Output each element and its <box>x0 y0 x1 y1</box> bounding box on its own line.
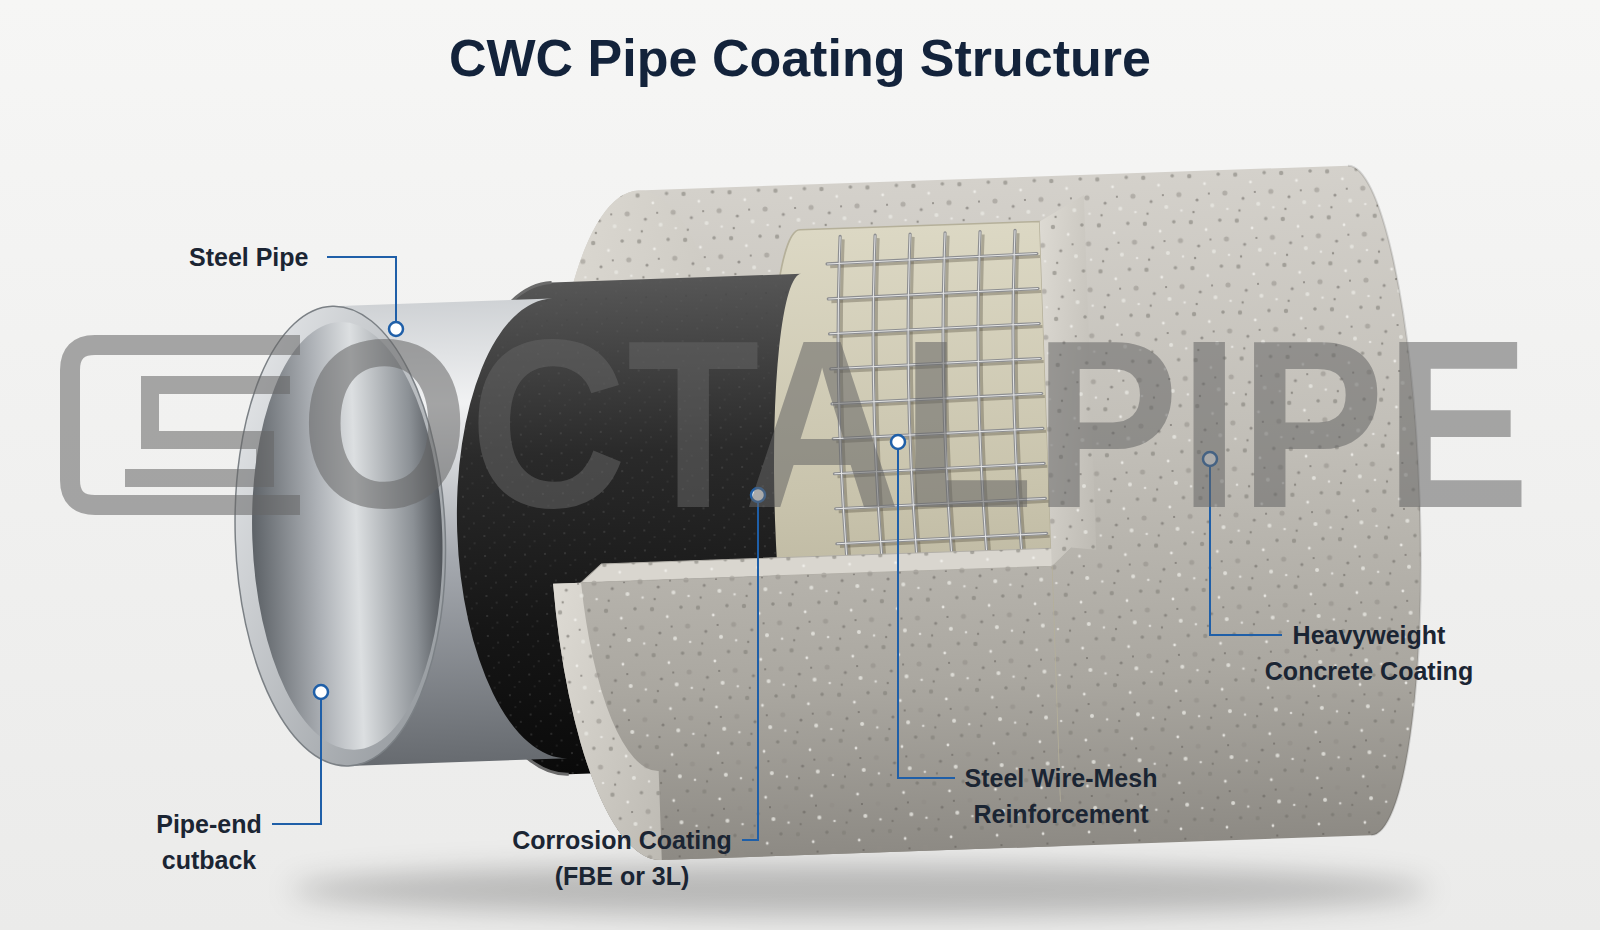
logo-bracket <box>70 345 300 505</box>
ground-shadow <box>290 864 1430 916</box>
part-label: Steel Wire-Mesh Reinforcement <box>936 760 1186 832</box>
watermark: OCTALPIPE <box>300 304 1530 544</box>
slab-top-texture <box>580 548 1071 583</box>
slab-top-face <box>580 548 1071 583</box>
part-label: Heavyweight Concrete Coating <box>1254 617 1484 689</box>
part-label: Steel Pipe <box>189 239 309 275</box>
leader-line <box>742 503 758 840</box>
logo-letter-shape <box>125 385 290 478</box>
part-label: Pipe-end cutback <box>134 806 284 878</box>
watermark-logo <box>70 345 300 505</box>
slab-end-face <box>553 580 662 863</box>
diagram-title: CWC Pipe Coating Structure <box>0 28 1600 88</box>
leader-dot <box>314 685 328 699</box>
slab-end-texture <box>553 580 662 863</box>
leader-line <box>272 700 321 824</box>
part-label: Corrosion Coating (FBE or 3L) <box>492 822 752 894</box>
